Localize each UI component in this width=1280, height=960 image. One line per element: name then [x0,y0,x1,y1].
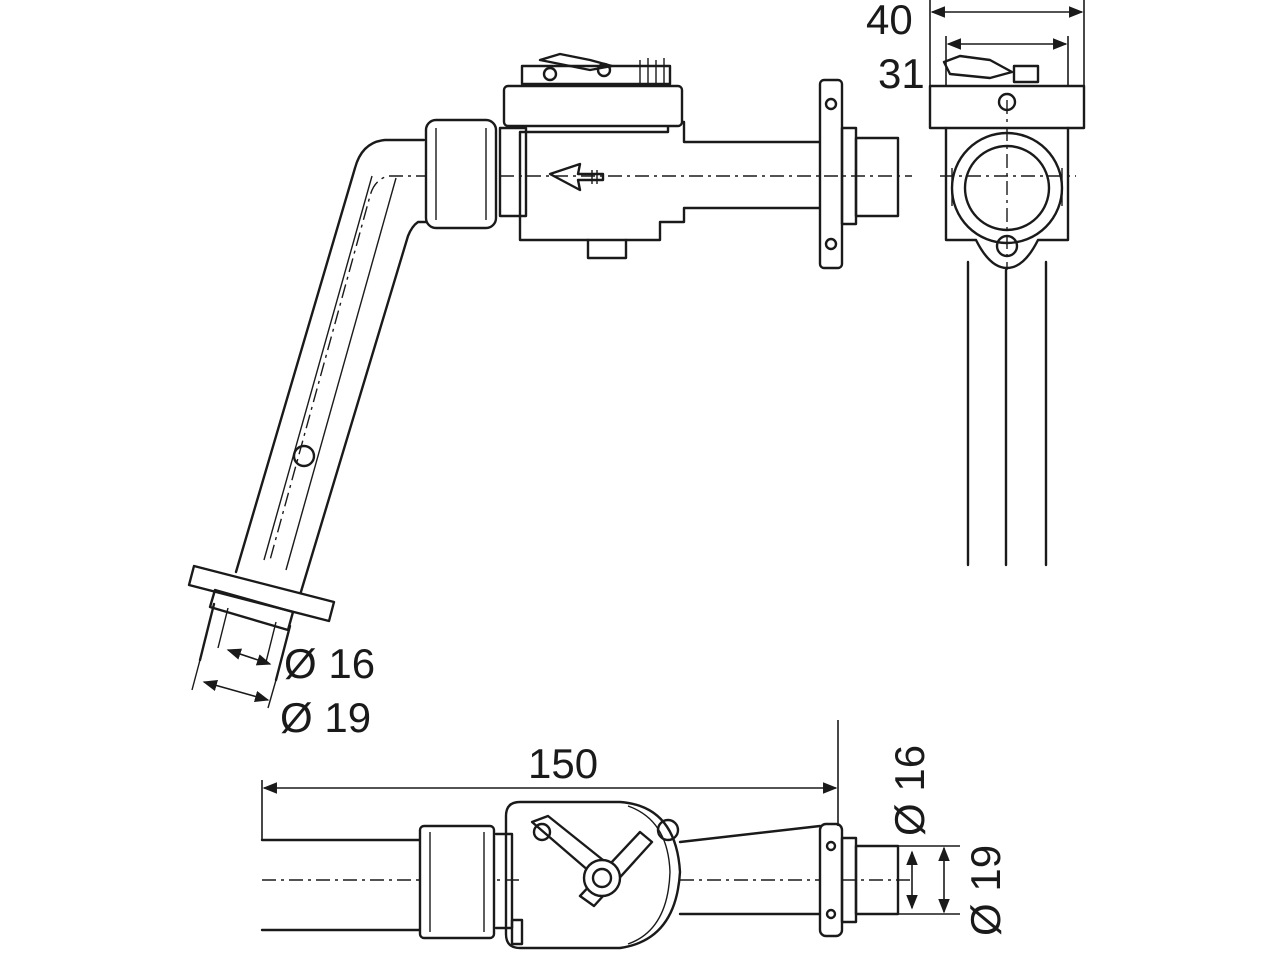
dim-width-outer-label: 40 [866,0,913,43]
dimension-31: 31 [878,36,1069,97]
dim-width-inner-label: 31 [878,50,925,97]
dimension-40: 40 [866,0,1085,86]
dimension-150: 150 [261,720,839,840]
valve-body [498,120,826,260]
dim-pipe-outer-label: Ø 19 [280,694,371,741]
dim-bottom-inner-label: Ø 16 [886,745,933,836]
bottom-flange [187,564,336,709]
valve-lever [502,52,684,128]
dimension-pipe-diameters: Ø 16 Ø 19 [202,640,375,741]
dim-pipe-inner-label: Ø 16 [284,640,375,687]
coupling-nut [424,118,498,230]
dim-bottom-outer-label: Ø 19 [962,845,1009,936]
angled-pipe [234,138,430,597]
front-view [187,52,912,709]
dimension-bottom-diameters: Ø 16 Ø 19 [886,745,1009,936]
dim-length-label: 150 [528,740,598,787]
wall-flange [500,78,912,270]
side-view [928,54,1086,567]
top-view [260,800,910,950]
